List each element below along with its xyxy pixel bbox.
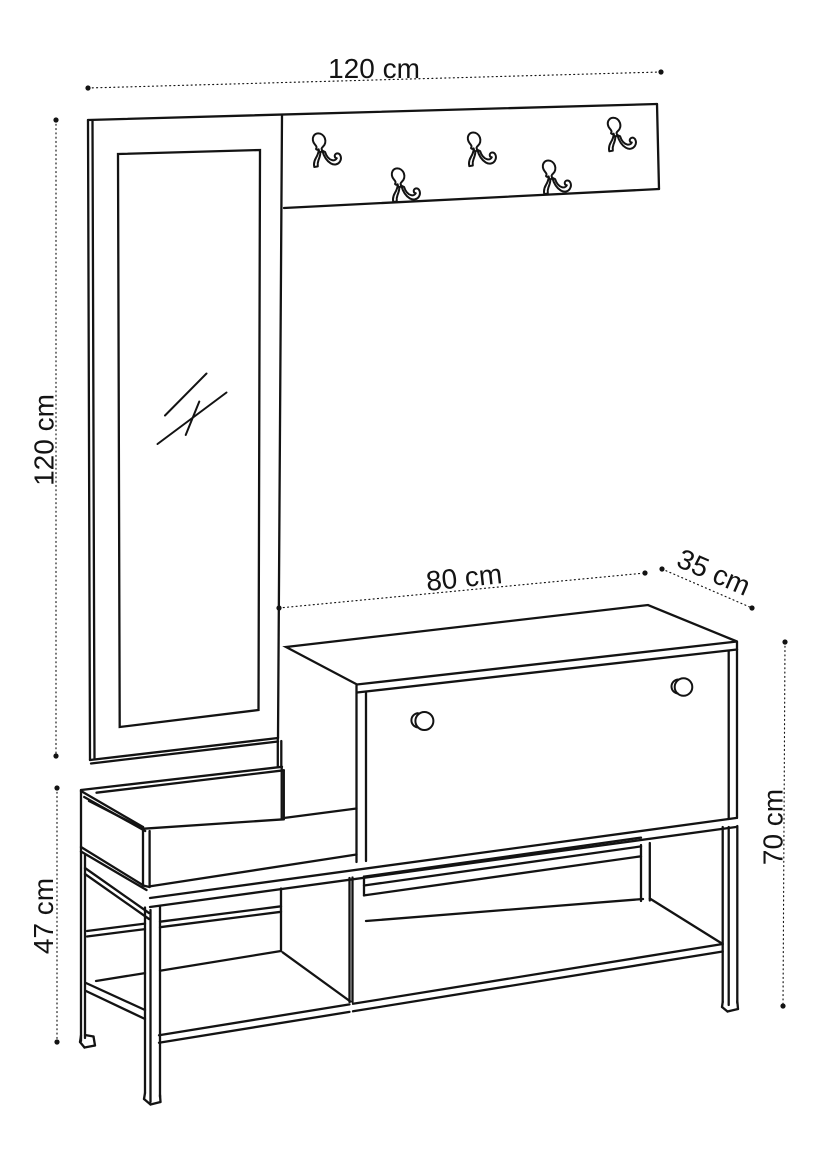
- svg-text:70 cm: 70 cm: [758, 789, 789, 865]
- svg-text:120 cm: 120 cm: [328, 53, 420, 84]
- svg-text:120 cm: 120 cm: [29, 394, 60, 486]
- svg-text:47 cm: 47 cm: [28, 878, 59, 954]
